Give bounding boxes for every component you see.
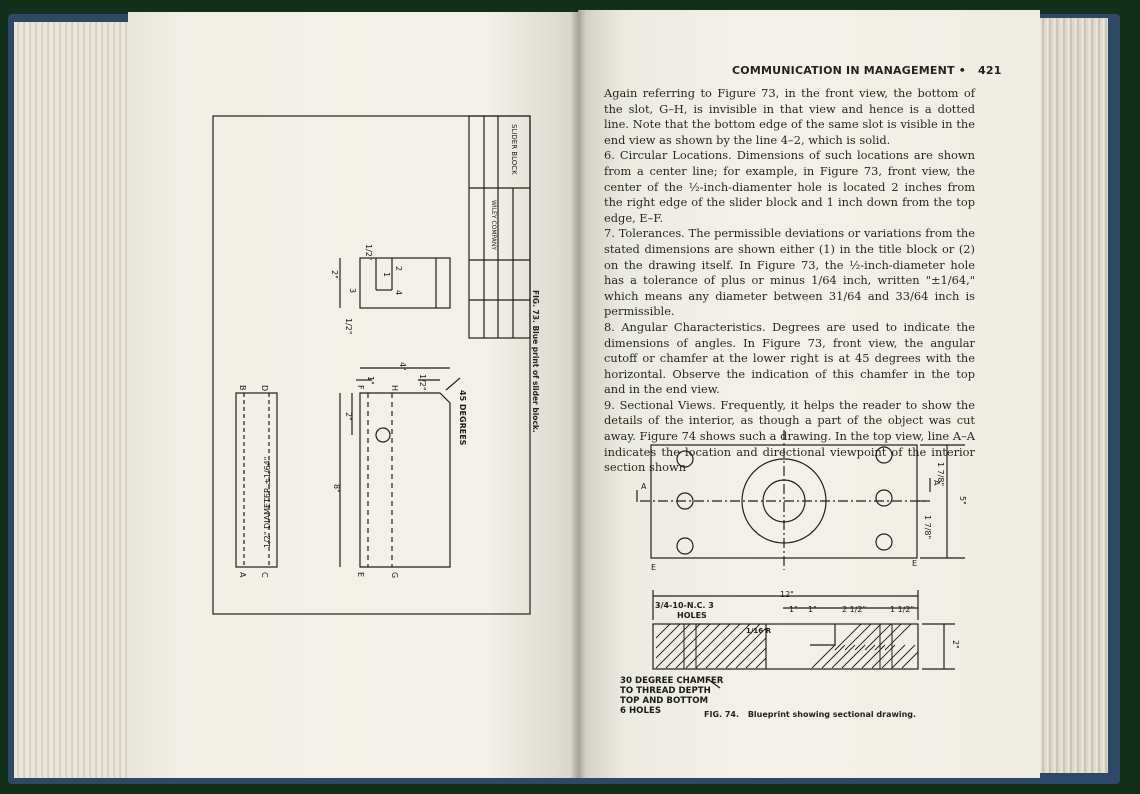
- dim-two-inch: 2": [330, 270, 339, 279]
- angle-note: 45 DEGREES: [458, 390, 467, 446]
- dim-two-inch-front: 2": [344, 412, 353, 421]
- step-profile: [765, 624, 836, 669]
- letter-a: A: [238, 572, 247, 578]
- page-number: 421: [977, 64, 1002, 77]
- hole-note-line2: HOLES: [677, 611, 707, 620]
- dim-d1: 1 7/8": [936, 462, 945, 486]
- label-a-right: A: [932, 480, 941, 486]
- page-edges-right: [1038, 18, 1108, 773]
- label-a-left: A: [641, 482, 647, 491]
- section-view: [652, 623, 919, 670]
- label-e-right: E: [912, 559, 917, 568]
- book-gutter: [570, 10, 586, 778]
- paragraph: Again referring to Figure 73, in the fro…: [604, 86, 975, 147]
- hole: [676, 450, 694, 468]
- hole-note-line1: 3/4-10-N.C. 3: [655, 601, 714, 610]
- figure-74-notes: 30 DEGREE CHAMFER TO THREAD DEPTH TOP AN…: [620, 676, 723, 716]
- paragraph: 7. Tolerances. The permissible deviation…: [604, 226, 975, 319]
- letter-e: E: [356, 572, 365, 577]
- diameter-note: 1/2" DIAMETER ±1/64": [263, 457, 272, 548]
- end-view: [359, 257, 451, 309]
- front-view: [359, 392, 451, 568]
- num-2: 2: [394, 266, 403, 271]
- letter-f: F: [356, 385, 365, 390]
- figure-74-caption: FIG. 74. Blueprint showing sectional dra…: [704, 710, 916, 719]
- body-text: Again referring to Figure 73, in the fro…: [604, 86, 975, 476]
- running-head-bullet: •: [958, 64, 966, 77]
- running-head-title: COMMUNICATION IN MANAGEMENT: [732, 64, 955, 77]
- paragraph: 9. Sectional Views. Frequently, it helps…: [604, 397, 975, 475]
- note-line: TOP AND BOTTOM: [620, 696, 709, 706]
- dim-half-inch-left: 1/2": [344, 318, 353, 335]
- thread-lines: [683, 624, 893, 669]
- dim-height: 5": [958, 496, 967, 505]
- title-block: [468, 115, 531, 339]
- hole: [875, 489, 893, 507]
- figure-74-caption-text: Blueprint showing sectional drawing.: [747, 710, 917, 719]
- hole: [676, 537, 694, 555]
- paragraph: 8. Angular Characteristics. Degrees are …: [604, 319, 975, 397]
- note-line: TO THREAD DEPTH: [620, 686, 711, 696]
- dim-half-inch-top: 1/2": [364, 244, 373, 261]
- dim-overall-length: 12": [780, 590, 794, 599]
- running-head: COMMUNICATION IN MANAGEMENT • 421: [732, 64, 1002, 77]
- dim-s4: 1 1/2": [890, 605, 914, 614]
- dim-section-height: 2": [951, 640, 960, 649]
- letter-d: D: [260, 385, 269, 391]
- dim-s3: 2 1/2": [842, 605, 866, 614]
- hole-circle: [375, 427, 391, 443]
- dim-half-inch-right: 1/2": [418, 374, 427, 391]
- note-line: 6 HOLES: [620, 706, 662, 716]
- dim-four-inch: 4": [398, 362, 407, 371]
- note-line: 30 DEGREE CHAMFER: [620, 676, 724, 686]
- hole: [875, 446, 893, 464]
- top-view: [235, 392, 278, 568]
- figure-74-caption-label: FIG. 74.: [704, 710, 740, 719]
- num-3: 3: [348, 288, 357, 293]
- dim-s1: 1": [789, 605, 798, 614]
- right-page: [578, 10, 1040, 778]
- label-e-left: E: [651, 563, 656, 572]
- num-1: 1: [382, 272, 391, 277]
- letter-c: C: [260, 572, 269, 578]
- letter-b: B: [238, 385, 247, 391]
- paragraph: 6. Circular Locations. Dimensions of suc…: [604, 148, 975, 225]
- dim-s2: 1": [808, 605, 817, 614]
- drawing-border: [212, 115, 531, 615]
- title-block-title: SLIDER BLOCK: [510, 124, 518, 175]
- left-page: [128, 12, 580, 778]
- dim-one-inch: 1": [366, 376, 375, 385]
- chamfer-leader: [705, 677, 721, 689]
- dim-eight-inch: 8": [332, 484, 341, 493]
- page-edges-left: [14, 22, 134, 778]
- dim-d2: 1 7/8": [923, 515, 932, 539]
- dim-radius: 1/16 R: [746, 627, 772, 635]
- section-hatching: [655, 623, 919, 669]
- title-block-company: WILEY COMPANY: [490, 200, 497, 250]
- letter-h: H: [390, 385, 399, 391]
- hole: [875, 533, 893, 551]
- num-4: 4: [394, 290, 403, 295]
- letter-g: G: [390, 572, 399, 578]
